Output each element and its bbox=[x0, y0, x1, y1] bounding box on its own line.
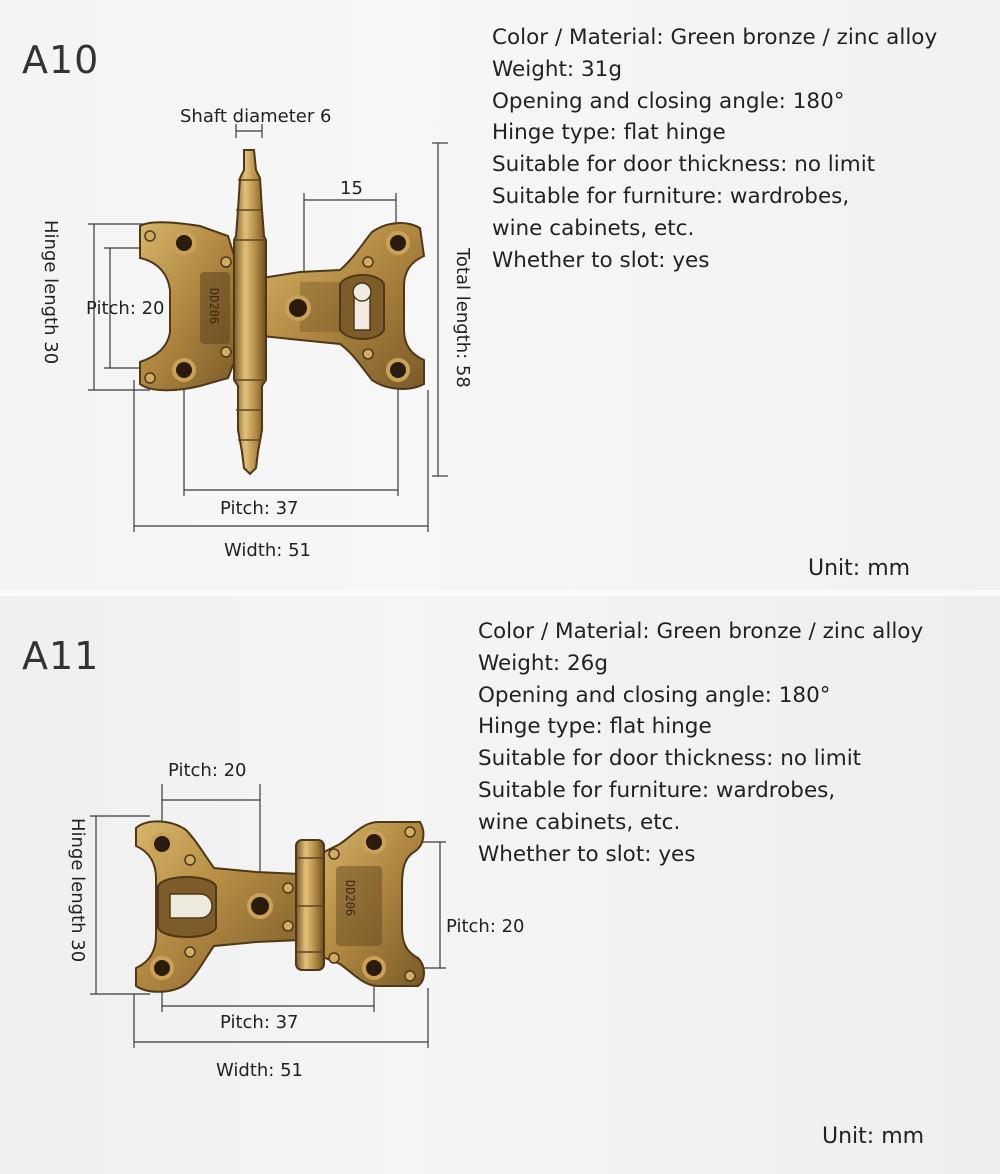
spec-line: Suitable for furniture: wardrobes, bbox=[478, 777, 836, 803]
hinge-diagram: DD206 bbox=[88, 124, 448, 532]
spec-line: Weight: 31g bbox=[492, 56, 622, 82]
dim-total-length: Total length: 58 bbox=[452, 248, 473, 388]
spec-line: Suitable for door thickness: no limit bbox=[492, 152, 876, 178]
model-title: A10 bbox=[22, 38, 100, 82]
product-panel-a11: A11 Color / Material: Green bronze / zin… bbox=[0, 596, 1000, 1174]
unit-label: Unit: mm bbox=[808, 556, 911, 581]
spec-line: wine cabinets, etc. bbox=[478, 809, 681, 835]
spec-line: Suitable for furniture: wardrobes, bbox=[492, 183, 850, 209]
dim-pitch-top: Pitch: 20 bbox=[168, 760, 247, 781]
dim-shaft-diameter: Shaft diameter 6 bbox=[180, 106, 332, 127]
spec-line: Suitable for door thickness: no limit bbox=[478, 746, 862, 772]
panel-divider bbox=[0, 590, 1000, 596]
model-title: A11 bbox=[22, 634, 100, 678]
spec-line: Opening and closing angle: 180° bbox=[478, 682, 831, 708]
dim-hinge-length: Hinge length 30 bbox=[67, 818, 88, 963]
spec-line: Weight: 26g bbox=[478, 650, 608, 676]
spec-line: Opening and closing angle: 180° bbox=[492, 88, 845, 114]
dim-pitch-horizontal: Pitch: 37 bbox=[220, 498, 299, 519]
hinge-stamp: DD206 bbox=[207, 288, 221, 324]
spec-list: Color / Material: Green bronze / zinc al… bbox=[492, 22, 937, 276]
product-panel-a10: A10 Color / Material: Green bronze / zin… bbox=[0, 0, 1000, 590]
spec-line: Color / Material: Green bronze / zinc al… bbox=[492, 25, 938, 50]
dim-width: Width: 51 bbox=[216, 1060, 303, 1081]
spec-line: Color / Material: Green bronze / zinc al… bbox=[478, 619, 924, 644]
hinge-stamp: DD206 bbox=[343, 880, 357, 916]
hinge-a11-illustration: DD206 bbox=[135, 820, 425, 993]
spec-line: Hinge type: flat hinge bbox=[478, 714, 712, 740]
spec-line: Whether to slot: yes bbox=[492, 247, 710, 273]
spec-line: Whether to slot: yes bbox=[478, 841, 696, 867]
dim-top-pitch: 15 bbox=[340, 178, 363, 199]
dimension-lines bbox=[90, 784, 446, 1048]
dim-width: Width: 51 bbox=[224, 540, 311, 561]
unit-label: Unit: mm bbox=[822, 1124, 925, 1149]
dim-pitch-right: Pitch: 20 bbox=[446, 916, 525, 937]
dim-hinge-length: Hinge length 30 bbox=[40, 220, 61, 365]
spec-list: Color / Material: Green bronze / zinc al… bbox=[478, 616, 923, 870]
spec-line: Hinge type: flat hinge bbox=[492, 120, 726, 146]
spec-line: wine cabinets, etc. bbox=[492, 215, 695, 241]
hinge-a10-illustration: DD206 bbox=[139, 149, 426, 476]
dim-pitch-vertical: Pitch: 20 bbox=[86, 298, 165, 319]
dim-pitch-horizontal: Pitch: 37 bbox=[220, 1012, 299, 1033]
hinge-diagram: DD206 bbox=[90, 784, 446, 1048]
